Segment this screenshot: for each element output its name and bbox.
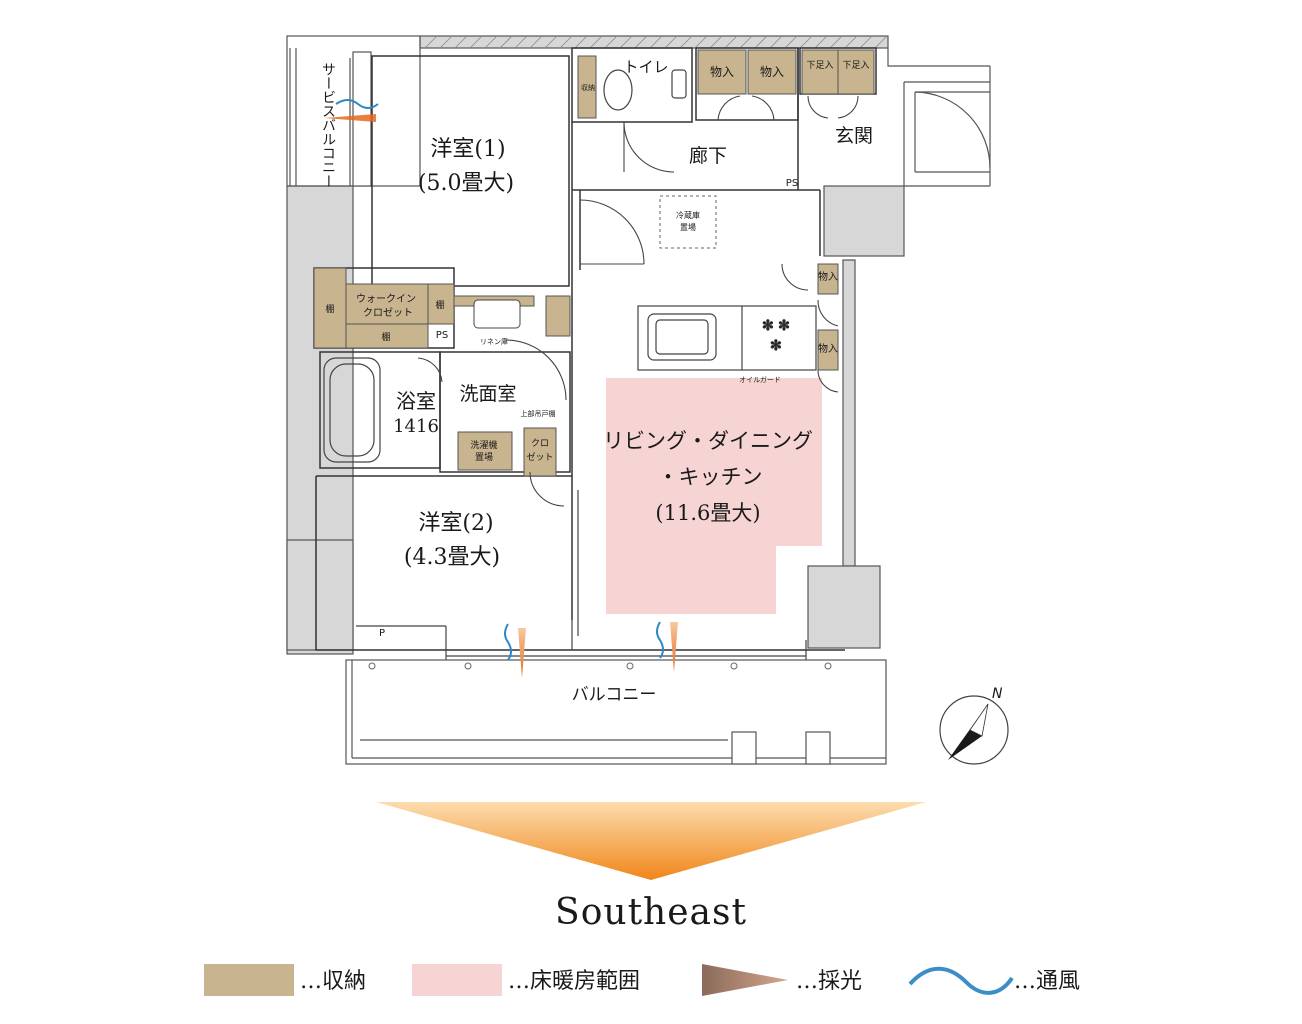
door-swings <box>417 95 859 507</box>
storage-label-3: 物入 <box>818 270 838 283</box>
svg-text:✻: ✻ <box>770 338 782 354</box>
ldk-name-line2: ・キッチン <box>658 465 763 489</box>
bath-name: 浴室 <box>396 389 436 413</box>
upper-storage-label: 上部吊戸棚 <box>521 409 556 418</box>
sliding-doors <box>571 476 579 650</box>
service-balcony-label: サービスバルコニー <box>320 62 336 188</box>
balcony-area <box>345 659 887 765</box>
bathtub-icon <box>323 357 381 463</box>
storage-label-1: 物入 <box>710 65 734 79</box>
p-label: P <box>379 628 385 639</box>
compass-icon <box>939 695 1009 765</box>
western-room-2-size: (4.3畳大) <box>404 545 500 570</box>
shoe-box-label-2: 下足入 <box>842 60 869 71</box>
storage-label-4: 物入 <box>818 342 838 355</box>
fridge-label-2: 置場 <box>680 222 696 232</box>
entrance-walls <box>887 48 991 187</box>
light-indicators <box>324 114 678 678</box>
hallway-label: 廊下 <box>689 145 727 167</box>
washer-label-1: 洗濯機 <box>470 439 497 451</box>
entrance-label: 玄関 <box>835 125 873 147</box>
room-labels: 洋室(1) (5.0畳大) 洋室(2) (4.3畳大) リビング・ダイニング ・… <box>356 58 873 705</box>
western-room-2-name: 洋室(2) <box>418 511 493 536</box>
toilet-storage-label: 収納 <box>581 83 595 92</box>
floor-heating-area <box>606 378 822 614</box>
legend-label-floor-heating: …床暖房範囲 <box>508 969 640 994</box>
exterior-walls <box>286 35 905 655</box>
ps-label-1: PS <box>786 178 798 189</box>
legend-label-wind: …通風 <box>1014 969 1080 994</box>
linen-storage-label: リネン庫 <box>480 337 508 346</box>
western-room-1-size: (5.0畳大) <box>418 171 514 196</box>
legend-label-storage: …収納 <box>300 969 366 994</box>
legend-swatch-floor-heating <box>412 964 502 996</box>
storage-areas <box>313 49 875 477</box>
storage-label-2: 物入 <box>760 65 784 79</box>
oil-guard-label: オイルガード <box>739 375 781 384</box>
legend-swatch-light <box>702 964 788 996</box>
ps-label-2: PS <box>436 330 448 341</box>
washbasin-icon <box>473 299 521 329</box>
shelf-label-3: 棚 <box>381 331 390 343</box>
ldk-name-line1: リビング・ダイニング <box>603 429 813 453</box>
legend-swatch-storage <box>204 964 294 996</box>
wind-indicators <box>335 99 664 661</box>
toilet-icon <box>603 69 687 111</box>
kitchen-counter <box>637 305 817 371</box>
service-balcony <box>286 35 421 187</box>
direction-arrow <box>376 802 926 880</box>
shelf-label-2: 棚 <box>435 299 444 311</box>
wall-hatch <box>424 35 888 49</box>
closet-line2: ゼット <box>526 451 553 463</box>
toilet-label: トイレ <box>623 58 668 76</box>
legend: …収納 …床暖房範囲 …採光 …通風 <box>204 964 1080 996</box>
legend-label-light: …採光 <box>796 969 862 994</box>
shoe-box-label-1: 下足入 <box>806 60 833 71</box>
compass-north-label: N <box>992 686 1003 702</box>
stove-burners-icon: ✻ ✻ ✻ <box>762 318 791 355</box>
washroom-label: 洗面室 <box>459 383 516 405</box>
svg-text:✻ ✻: ✻ ✻ <box>762 318 790 334</box>
walkin-closet-line1: ウォークイン <box>356 293 416 305</box>
fridge-label-1: 冷蔵庫 <box>676 210 700 220</box>
fixture-labels: 物入 物入 下足入 下足入 物入 物入 棚 棚 棚 PS PS P 冷蔵庫 置場… <box>325 60 869 639</box>
legend-swatch-wind <box>908 966 1014 995</box>
balcony-dots <box>368 662 832 670</box>
walkin-closet-line2: クロゼット <box>363 307 413 319</box>
bath-size: 1416 <box>393 416 439 437</box>
windows <box>356 625 807 660</box>
closet-line1: クロ <box>531 438 549 449</box>
direction-label: Southeast <box>555 892 747 933</box>
ldk-size: (11.6畳大) <box>655 501 760 525</box>
fridge-placement <box>659 195 717 249</box>
balcony-label: バルコニー <box>572 685 657 705</box>
western-room-1-name: 洋室(1) <box>430 137 505 162</box>
washer-label-2: 置場 <box>475 451 493 463</box>
shelf-label-1: 棚 <box>325 303 334 315</box>
